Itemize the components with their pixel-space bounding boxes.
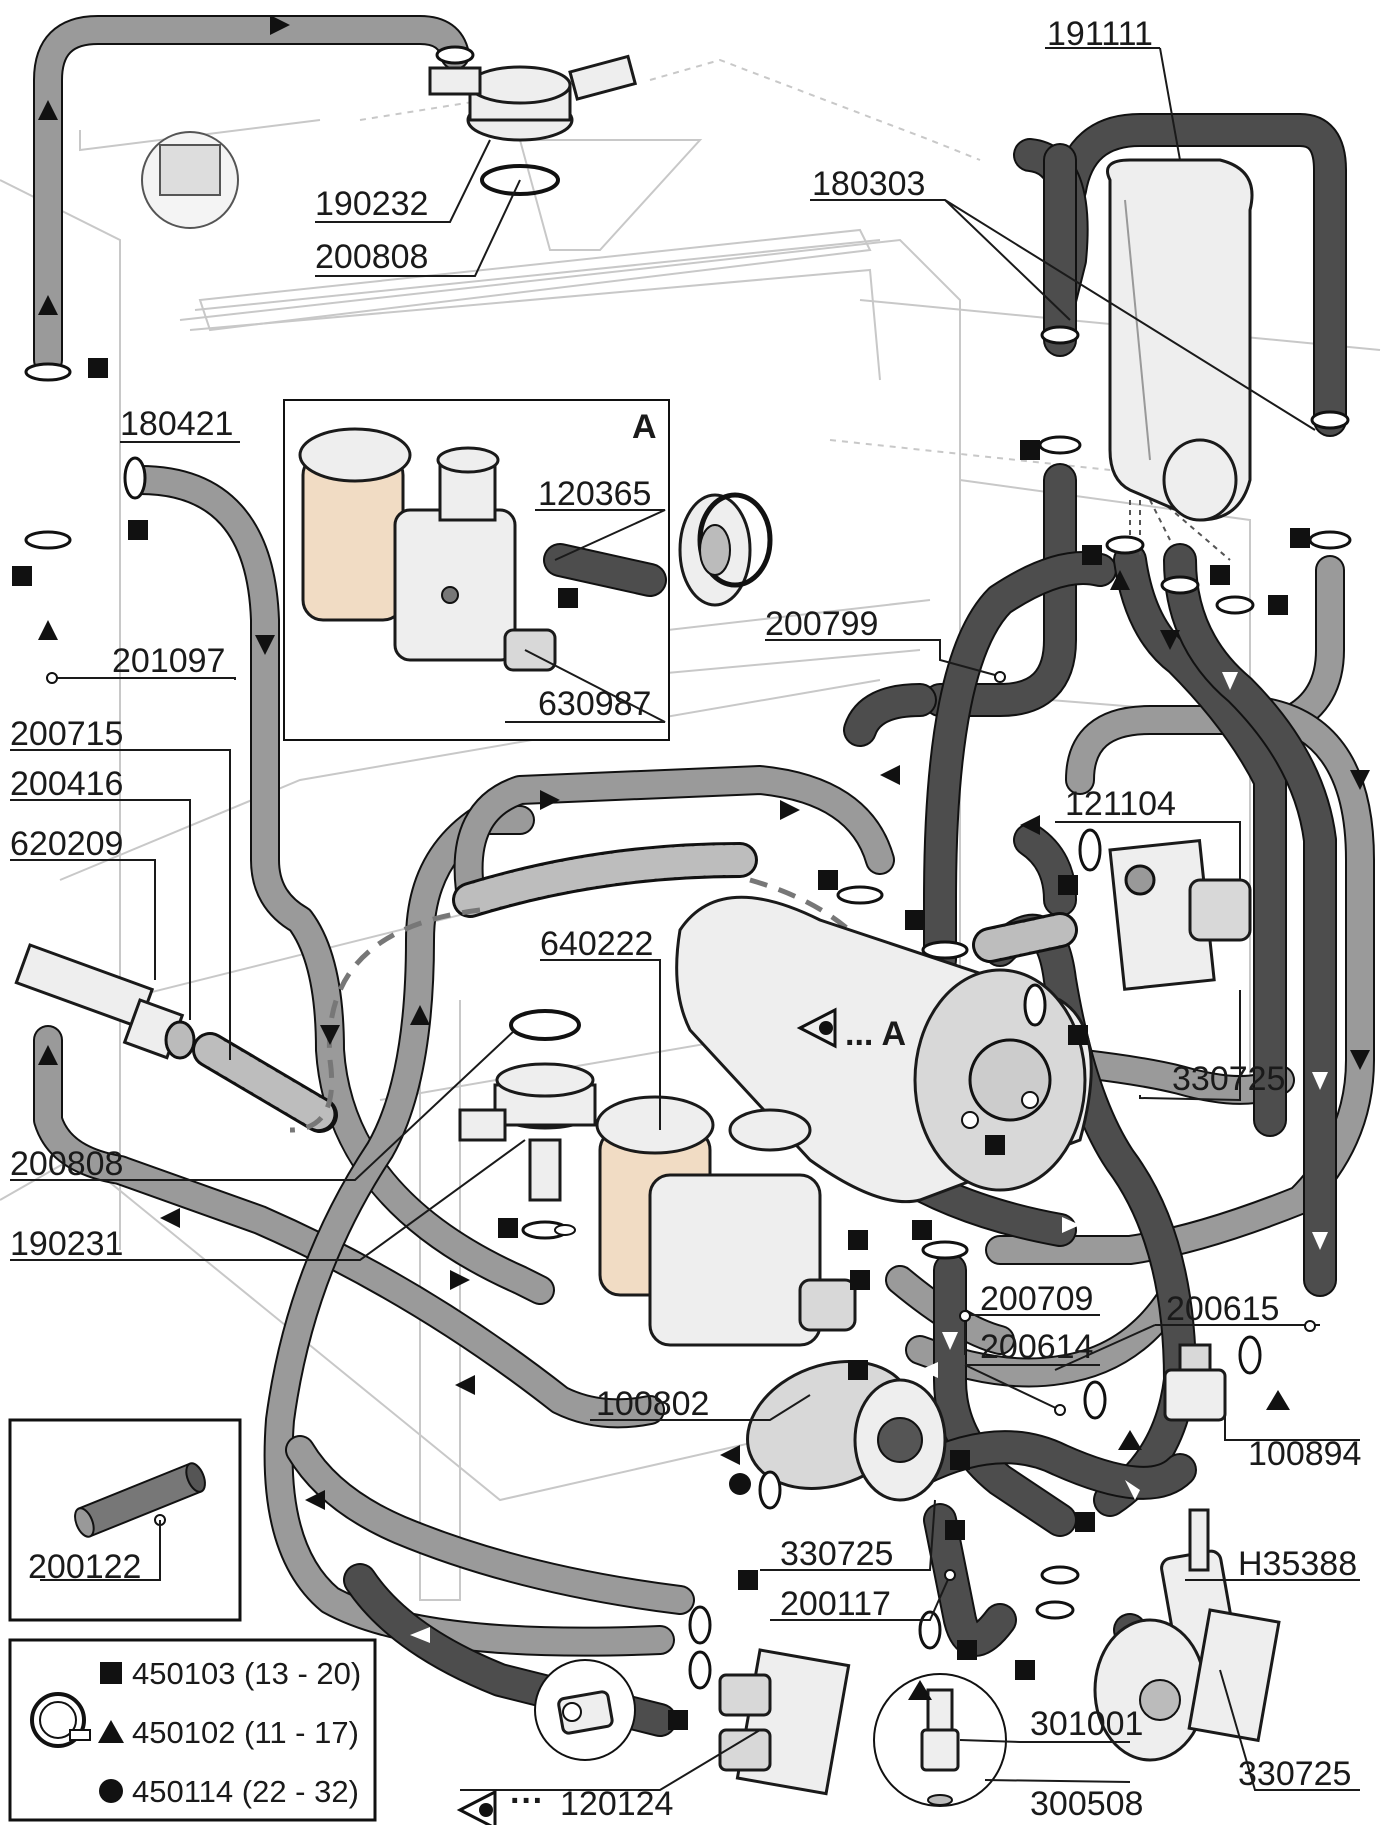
hose-clamps [24, 45, 1352, 1690]
label-200808-mid: 200808 [10, 1145, 123, 1183]
label-180303: 180303 [812, 165, 925, 203]
eye-icon-bottom [456, 1789, 497, 1825]
clamp-icon [30, 1692, 91, 1748]
label-620209: 620209 [10, 825, 123, 863]
reservoir-191111 [1106, 158, 1254, 522]
label-201097: 201097 [112, 642, 225, 680]
label-330725-mid: 330725 [780, 1535, 893, 1573]
label-121104: 121104 [1065, 785, 1176, 823]
label-120365: 120365 [538, 475, 651, 513]
softener-container [595, 1095, 857, 1347]
leader-lines [10, 47, 1360, 1791]
fitting-detail-circle [873, 1673, 1007, 1807]
label-200416: 200416 [10, 765, 123, 803]
label-180421: 180421 [120, 405, 233, 443]
label-200799: 200799 [765, 605, 878, 643]
label-200615: 200615 [1166, 1290, 1279, 1328]
filter-620209 [14, 943, 196, 1060]
legend-triangle-icon [98, 1720, 124, 1743]
detail-a-letter: A [632, 408, 657, 446]
label-200709: 200709 [980, 1280, 1093, 1318]
detail-a-view-ref: ... A [845, 1015, 906, 1053]
legend-triangle-text: 450102 (11 - 17) [132, 1715, 359, 1750]
label-H35388: H35388 [1238, 1545, 1357, 1583]
pressure-switch [141, 131, 239, 229]
label-200614: 200614 [980, 1328, 1093, 1366]
detail-box-a [283, 399, 670, 741]
label-200122: 200122 [28, 1548, 141, 1586]
legend-square-icon [100, 1662, 122, 1684]
label-200808-top: 200808 [315, 238, 428, 276]
label-100894: 100894 [1248, 1435, 1361, 1473]
label-120124: 120124 [560, 1785, 673, 1823]
ring-200799 [678, 492, 773, 607]
label-640222: 640222 [540, 925, 653, 963]
valve-330725-bottom-mid [718, 1648, 851, 1796]
detail-a-markers: A ... A ··· [456, 408, 906, 1825]
legend-circle-icon [99, 1779, 123, 1803]
label-100802: 100802 [596, 1385, 709, 1423]
legend: 450103 (13 - 20) 450102 (11 - 17) 450114… [8, 1638, 377, 1822]
valve-190231 [458, 1009, 597, 1202]
label-301001: 301001 [1030, 1705, 1143, 1743]
label-330725-bottom: 330725 [1238, 1755, 1351, 1793]
eye-ref-dots: ··· [510, 1782, 544, 1820]
braided-hoses [192, 842, 1078, 1133]
pump-100802 [746, 1360, 947, 1502]
pump-H35388 [1093, 1508, 1281, 1762]
legend-circle-text: 450114 (22 - 32) [132, 1774, 359, 1809]
label-200117: 200117 [780, 1585, 891, 1623]
anchor-dots [46, 671, 1316, 1581]
label-190231: 190231 [10, 1225, 123, 1263]
inlet-valve-121104 [1108, 838, 1252, 991]
label-191111: 191111 [1047, 15, 1153, 53]
valve-190232 [428, 54, 638, 196]
label-190232: 190232 [315, 185, 428, 223]
label-300508: 300508 [1030, 1785, 1143, 1823]
legend-square-text: 450103 (13 - 20) [132, 1656, 361, 1691]
inset-200122: 200122 [8, 1418, 242, 1622]
cylinder-120124 [534, 1659, 636, 1761]
part-labels: 191111 180303 190232 200808 180421 12036… [10, 15, 1361, 1823]
eye-icon [796, 1007, 837, 1049]
label-330725-right: 330725 [1172, 1060, 1285, 1098]
label-630987: 630987 [538, 685, 651, 723]
valve-100894 [1163, 1343, 1227, 1422]
label-200715: 200715 [10, 715, 123, 753]
clamp-markers [12, 358, 1310, 1730]
